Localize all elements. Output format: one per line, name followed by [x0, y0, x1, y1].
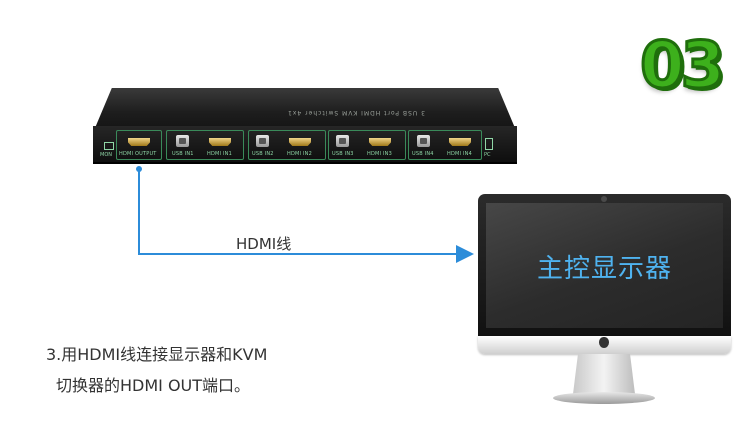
caption-line-2: 切换器的HDMI OUT端口。 [56, 376, 251, 395]
hdmi-output-port [128, 138, 150, 146]
hdmi-output-label: HDMI OUTPUT [119, 151, 157, 157]
monitor-stand [573, 354, 635, 394]
usb-in4-label: USB IN4 [412, 151, 434, 157]
pc-label: PC [484, 152, 491, 158]
port-group-2-frame [248, 130, 326, 160]
port-group-1-frame [166, 130, 244, 160]
hdmi-cable-horizontal [138, 253, 462, 255]
mon-label: MON [100, 152, 112, 158]
hdmi-in1-port [209, 138, 231, 146]
hdmi-in3-port [369, 138, 391, 146]
camera-icon [601, 196, 607, 202]
hdmi-in2-port [289, 138, 311, 146]
pc-icon [485, 138, 493, 150]
step-number: 03 [638, 29, 726, 103]
port-group-4-frame [408, 130, 482, 160]
hdmi-in4-label: HDMI IN4 [447, 151, 472, 157]
usb-in2-port [256, 135, 269, 147]
monitor-base [553, 392, 655, 404]
cable-arrow-icon [456, 245, 474, 263]
apple-logo-icon [599, 337, 609, 348]
port-group-3-frame [328, 130, 406, 160]
usb-in1-port [176, 135, 189, 147]
monitor-icon [104, 142, 114, 150]
monitor-screen [486, 203, 723, 328]
cable-label: HDMI线 [236, 235, 292, 253]
usb-in2-label: USB IN2 [252, 151, 274, 157]
kvm-switch-top [95, 88, 515, 128]
kvm-model-label: 3 USB Port HDMI KVM Switcher 4x1 [287, 109, 425, 116]
usb-in3-label: USB IN3 [332, 151, 354, 157]
hdmi-in3-label: HDMI IN3 [367, 151, 392, 157]
usb-in4-port [417, 135, 430, 147]
hdmi-output-port-frame [116, 130, 162, 160]
cable-connection-dot [136, 166, 142, 172]
hdmi-in1-label: HDMI IN1 [207, 151, 232, 157]
monitor-screen-label: 主控显示器 [536, 254, 672, 284]
hdmi-cable-vertical [138, 171, 140, 255]
caption-line-1: 3.用HDMI线连接显示器和KVM [46, 345, 268, 364]
hdmi-in2-label: HDMI IN2 [287, 151, 312, 157]
usb-in1-label: USB IN1 [172, 151, 194, 157]
hdmi-in4-port [449, 138, 471, 146]
usb-in3-port [336, 135, 349, 147]
